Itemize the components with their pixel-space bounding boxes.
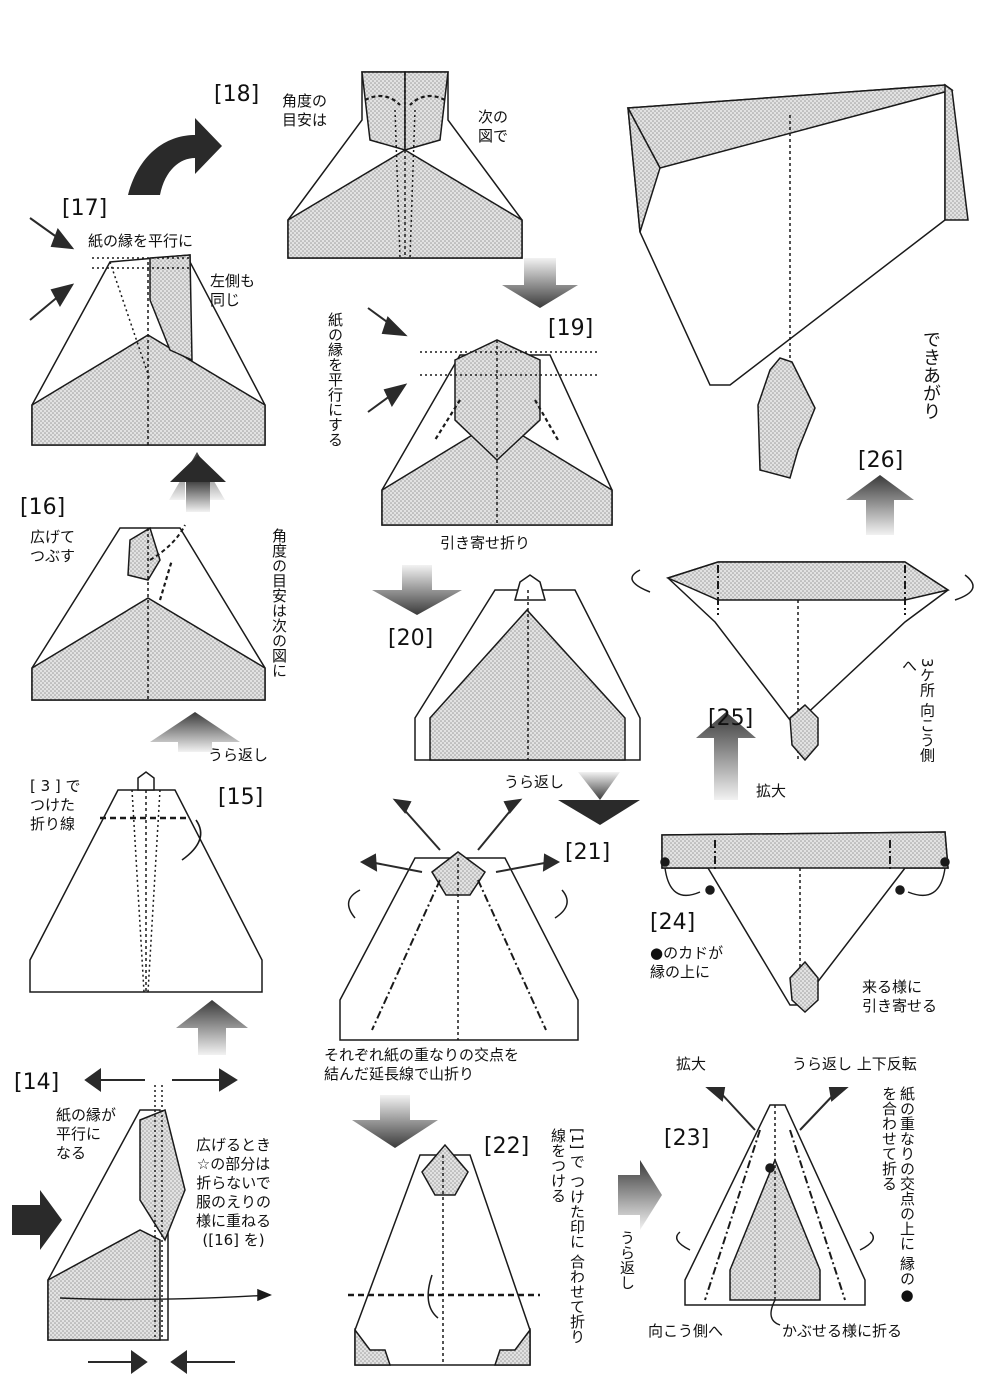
step20-figure [414,574,641,761]
step18-figure [287,71,523,259]
step23-fold-to-dot: 紙の重なりの交点の上に 縁の●を合わせて折る [880,1086,916,1304]
step-number-22: [22] [484,1134,530,1159]
up-arrow-icon [846,475,914,535]
step23-cover-fold: かぶせる様に折る [782,1322,903,1340]
step-number-24: [24] [650,910,696,935]
step-number-23: [23] [664,1126,710,1151]
step14-arrows [84,1068,238,1374]
step23-figure [676,1104,874,1326]
step18-angle-hint: 角度の 目安は [282,92,328,129]
step19-arrows [367,307,408,413]
step24-corner-on-edge: ●のカドが 縁の上に [650,944,724,981]
step-number-16: [16] [20,495,66,520]
step19-pull-fold: 引き寄せ折り [440,534,531,552]
step-number-26: [26] [858,448,904,473]
step17-left-same: 左側も 同じ [210,272,256,309]
step23-behind: 向こう側へ [648,1322,724,1340]
step-number-25: [25] [708,706,754,731]
step14-when-open: 広げるとき ☆の部分は 折らないで 服のえりの 様に重ねる ([16] を) [196,1136,272,1249]
step22-figure [348,1143,540,1366]
step17-figure [31,254,266,446]
step24-pull-in: 来る様に 引き寄せる [862,978,938,1015]
step14-figure [47,1085,272,1341]
step15-crease-ref: [ 3 ] で つけた 折り線 [30,777,81,833]
step26-figure [626,83,969,479]
step22-crease: [1] で つけた印に 合わせて折り線をつける [549,1128,586,1344]
flip-arrow-icon [618,1160,662,1230]
step17-edge-parallel: 紙の縁を平行に [88,232,194,250]
down-arrow-icon [502,258,578,308]
step17-arrows [29,217,75,321]
up-arrow-head [170,455,226,482]
step18-next-figure: 次の 図で [478,108,509,145]
step24-figure [660,831,950,1014]
step21-mountain-fold: それぞれ紙の重なりの交点を 結んだ延長線で山折り [324,1046,520,1083]
step25-enlarge: 拡大 [756,782,787,800]
step23-arrows [705,1087,849,1131]
step15-figure [29,771,263,993]
step16-angle-hint: 角度の目安は次の図に [270,528,288,678]
right-arrow-icon [12,1190,62,1250]
step24-enlarge: 拡大 [676,1055,707,1073]
step16-open-squash: 広げて つぶす [30,528,76,565]
up-arrow-icon [150,712,240,752]
curved-arrow-icon [128,118,222,195]
step23-flip: うら返し [618,1230,636,1290]
step-number-15: [15] [218,785,264,810]
down-arrow-icon [372,565,462,615]
flip-arrow-top [578,772,620,800]
step-number-21: [21] [565,840,611,865]
step-number-18: [18] [214,82,260,107]
step19-edge-parallel: 紙の縁を平行にする [326,312,344,447]
step-number-14: [14] [14,1070,60,1095]
step25-figure [631,561,974,762]
step20-flip: うら返し [504,773,565,791]
step19-figure [381,339,613,526]
step21-figure [339,851,579,1041]
step-number-19: [19] [548,316,594,341]
down-arrow-icon [352,1095,438,1148]
step26-done: できあがり [920,330,941,420]
step14-edge-parallel: 紙の縁が 平行に なる [56,1106,117,1162]
double-arrow-icon [558,800,640,825]
step16-figure [31,524,266,701]
up-arrow-icon [696,712,756,800]
step21-arrows [359,798,561,873]
up-arrow-shaft [186,480,210,512]
step-number-20: [20] [388,626,434,651]
step24-flip-rotate: うら返し 上下反転 [792,1055,917,1073]
up-arrow-icon [169,452,225,500]
step-number-17: [17] [62,196,108,221]
up-arrow-icon [176,1000,248,1055]
step25-three-behind: 3ケ所 向こう側へ [900,658,936,763]
step16-flip: うら返し [208,746,269,764]
